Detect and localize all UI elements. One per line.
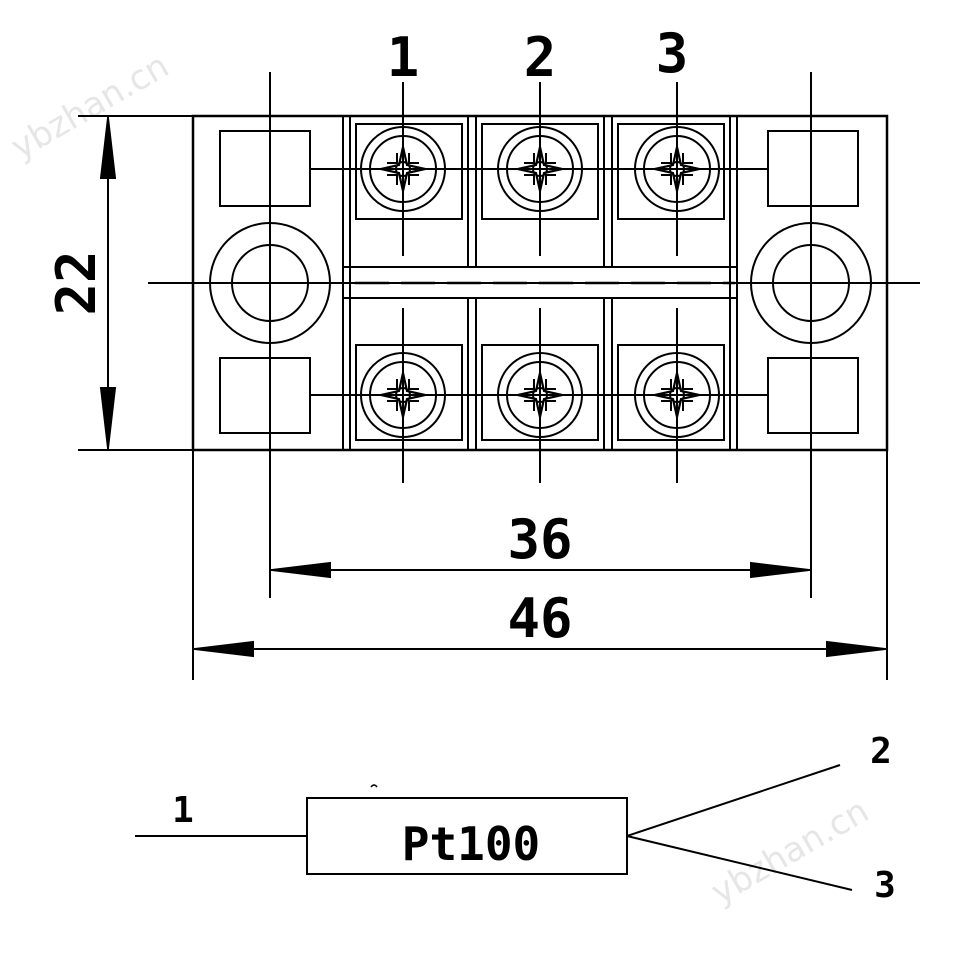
dimension-hole-spacing	[270, 561, 811, 579]
dimension-height	[78, 115, 193, 451]
lead-2-wire	[626, 764, 841, 837]
dimension-width	[192, 450, 888, 680]
wiring-schematic	[135, 764, 853, 891]
sensor-label: Pt100	[402, 817, 540, 871]
lead-label-1: 1	[172, 790, 194, 831]
dimension-width-label: 46	[507, 587, 572, 650]
watermark-top: ybzhan.cn	[5, 46, 176, 168]
lead-3-wire	[626, 835, 853, 891]
lead-label-3: 3	[874, 865, 896, 906]
terminal-number-3: 3	[656, 22, 689, 85]
terminal-number-1: 1	[387, 26, 420, 89]
dimension-height-label: 22	[45, 250, 108, 315]
dimension-hole-spacing-label: 36	[507, 508, 572, 571]
centerlines	[148, 72, 920, 598]
watermark-bottom: ybzhan.cn	[705, 791, 876, 913]
lead-label-2: 2	[870, 731, 892, 772]
terminal-number-2: 2	[524, 26, 557, 89]
